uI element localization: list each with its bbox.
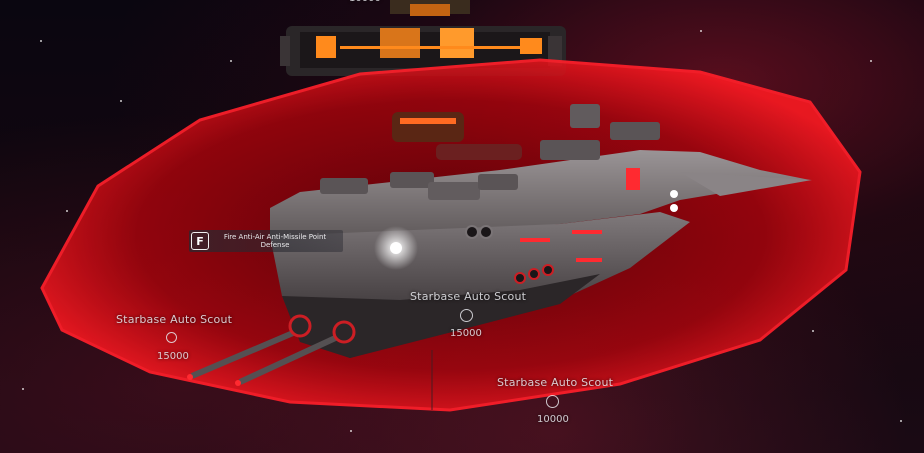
star — [900, 420, 902, 422]
star — [40, 40, 42, 42]
star — [120, 100, 122, 102]
target-marker-icon — [166, 332, 177, 343]
star — [700, 30, 702, 32]
target-marker-icon — [546, 395, 559, 408]
target-value: 15000 — [450, 328, 482, 339]
star — [870, 60, 872, 62]
prompt-key-badge[interactable]: F — [191, 232, 209, 250]
star — [230, 60, 232, 62]
target-marker-icon — [460, 309, 473, 322]
prompt-text: Fire Anti-Air Anti-Missile Point Defense — [223, 233, 327, 249]
target-name: Starbase Auto Scout — [410, 290, 527, 303]
target-name: Starbase Auto Scout — [116, 313, 233, 326]
target-value: 10000 — [537, 414, 569, 425]
battleship[interactable] — [187, 104, 812, 386]
star — [350, 430, 352, 432]
top-target-value: 10000 — [349, 0, 381, 4]
interaction-prompt[interactable]: F Fire Anti-Air Anti-Missile Point Defen… — [189, 230, 343, 252]
star — [812, 330, 814, 332]
star — [66, 210, 68, 212]
target-name: Starbase Auto Scout — [497, 376, 614, 389]
star — [22, 388, 24, 390]
target-value: 15000 — [157, 351, 189, 362]
